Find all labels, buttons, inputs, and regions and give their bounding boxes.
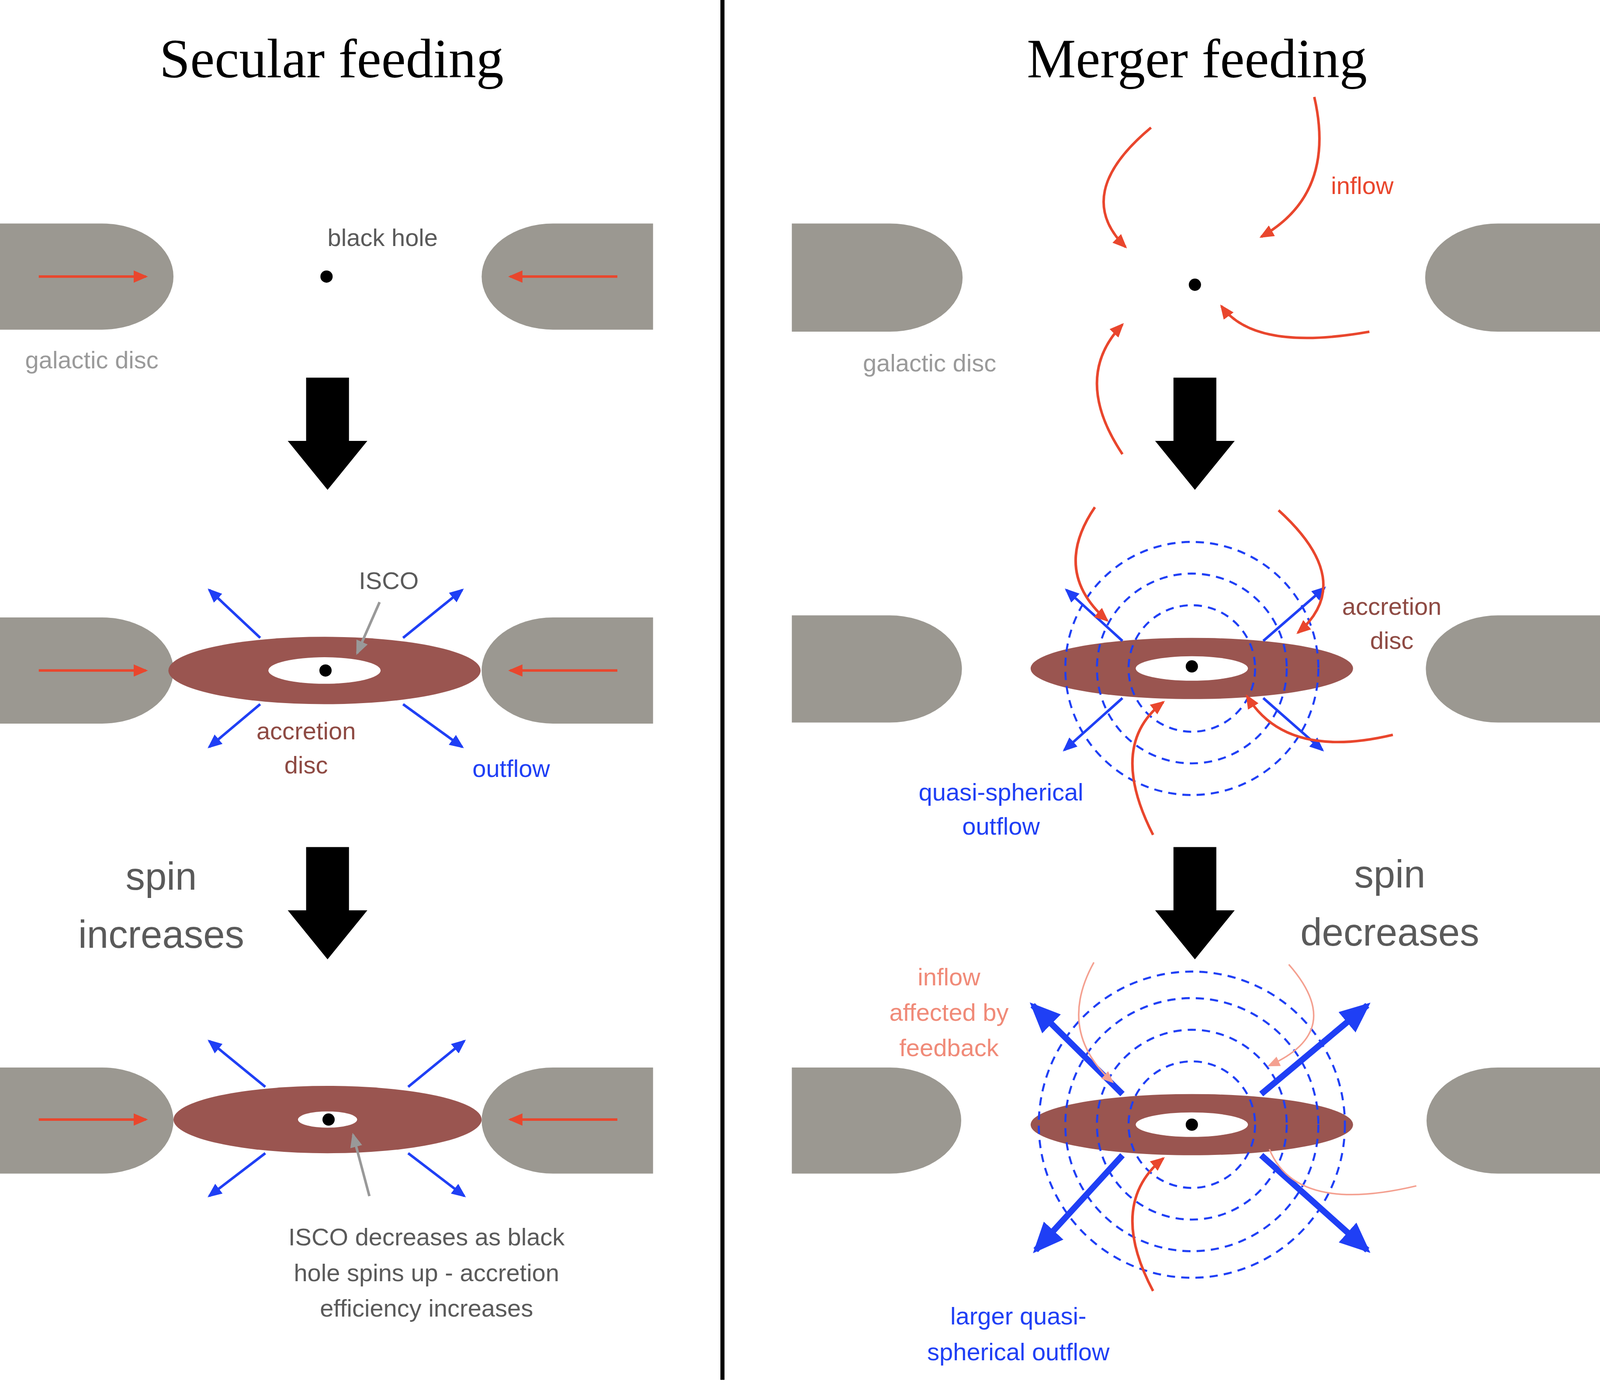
merger-inflow-arrow <box>1221 306 1370 339</box>
galactic-disc <box>481 1067 653 1174</box>
step-note: spin increases <box>54 846 269 963</box>
accretion-disc <box>168 636 1353 1155</box>
disc-inflow-arrow <box>510 275 618 278</box>
part-label: inflow <box>1330 169 1394 202</box>
column-divider <box>720 0 725 1380</box>
quasi-spherical-shell <box>1065 997 1319 1251</box>
quasi-spherical-shell <box>1128 1061 1256 1188</box>
accretion-disc <box>168 636 481 704</box>
note-text: ISCO decreases as black hole spins up - … <box>286 1219 567 1326</box>
step-arrow <box>287 377 1235 960</box>
galactic-disc <box>1426 1067 1600 1174</box>
part-label: ISCO <box>358 564 419 597</box>
galactic-disc <box>791 223 963 332</box>
feedback-inflow-arrow <box>1078 962 1417 1195</box>
step-arrow <box>1155 377 1235 490</box>
outflow-arrow <box>209 589 261 638</box>
outflow-arrow <box>403 589 463 638</box>
galactic-disc <box>791 1067 962 1174</box>
part-label: accretion disc <box>1325 589 1459 659</box>
accretion-disc <box>1030 637 1354 700</box>
part-label: larger quasi-spherical outflow <box>916 1298 1121 1370</box>
galactic-disc <box>0 617 174 724</box>
disc-inflow-arrow <box>38 1118 146 1121</box>
outflow-arrow <box>209 1040 266 1087</box>
leader-line <box>356 602 380 654</box>
galactic-disc <box>1425 615 1600 723</box>
black-hole <box>1185 1118 1199 1131</box>
outflow-arrow <box>209 587 1325 1196</box>
galactic-disc <box>481 617 653 724</box>
disc-inflow-arrow <box>38 275 146 278</box>
galactic-disc <box>791 615 962 723</box>
black-hole <box>320 270 333 283</box>
merger-inflow-arrow <box>1132 1158 1164 1292</box>
galactic-disc <box>1425 223 1600 332</box>
accretion-disc <box>1135 1112 1248 1137</box>
accretion-disc <box>268 657 381 684</box>
feedback-inflow-arrow <box>1269 964 1314 1066</box>
large-outflow-arrow <box>1032 1005 1123 1095</box>
merger-inflow-arrow <box>1075 96 1393 1292</box>
outflow-arrow <box>1064 698 1123 751</box>
disc-inflow-arrow <box>510 1118 618 1121</box>
merger-inflow-arrow <box>1261 96 1320 237</box>
accretion-disc <box>297 1111 357 1128</box>
accretion-disc <box>1135 656 1248 681</box>
quasi-spherical-shell <box>1038 971 1345 1278</box>
feedback-inflow-arrow <box>1269 1149 1417 1195</box>
column-title: Secular feeding <box>159 26 504 93</box>
part-label: galactic disc <box>862 347 997 380</box>
step-arrow <box>1155 846 1235 960</box>
step-note: spin decreases <box>1272 845 1507 962</box>
galactic-disc <box>0 1067 174 1174</box>
part-label: quasi-spherical outflow <box>888 775 1114 844</box>
leader-line <box>353 1134 370 1196</box>
merger-inflow-arrow <box>1075 507 1108 621</box>
quasi-spherical-shell <box>1097 573 1287 764</box>
galactic-disc <box>0 223 174 330</box>
part-label: galactic disc <box>25 344 159 377</box>
quasi-spherical-shell <box>1128 605 1256 732</box>
merger-inflow-arrow <box>1278 510 1324 633</box>
disc-inflow-arrow <box>510 669 618 672</box>
quasi-spherical-shell <box>1065 541 1319 795</box>
merger-inflow-arrow <box>1132 702 1164 835</box>
large-outflow-arrow <box>1035 1155 1123 1251</box>
part-label: black hole <box>327 221 438 254</box>
merger-inflow-arrow <box>1097 324 1123 455</box>
outflow-arrow <box>209 704 261 748</box>
feedback-inflow-arrow <box>1078 962 1113 1082</box>
column-title: Merger feeding <box>1026 26 1368 93</box>
step-arrow <box>287 846 368 960</box>
outflow-arrow <box>408 1153 465 1196</box>
part-label: accretion disc <box>239 713 373 783</box>
galactic-disc <box>0 223 1600 1174</box>
step-arrow <box>287 377 368 490</box>
outflow-arrow <box>403 704 463 748</box>
disc-inflow-arrow <box>38 276 618 1120</box>
part-label: outflow <box>472 752 551 785</box>
outflow-arrow <box>408 1040 465 1087</box>
black-hole <box>322 1113 335 1126</box>
accretion-disc <box>173 1085 482 1154</box>
black-hole <box>319 664 332 677</box>
galactic-disc <box>481 223 653 330</box>
disc-inflow-arrow <box>38 669 146 672</box>
black-hole <box>319 270 1202 1131</box>
leader-line <box>353 602 380 1196</box>
part-label: inflow affected by feedback <box>872 959 1026 1066</box>
merger-inflow-arrow <box>1246 696 1393 742</box>
quasi-spherical-shell <box>1038 541 1345 1278</box>
black-hole <box>1188 278 1202 291</box>
accretion-disc <box>1030 1094 1354 1156</box>
outflow-arrow <box>209 1153 266 1196</box>
merger-inflow-arrow <box>1103 127 1151 247</box>
quasi-spherical-shell <box>1097 1029 1287 1220</box>
black-hole <box>1185 660 1199 673</box>
outflow-arrow <box>1066 589 1123 641</box>
large-outflow-arrow <box>1261 1155 1368 1251</box>
